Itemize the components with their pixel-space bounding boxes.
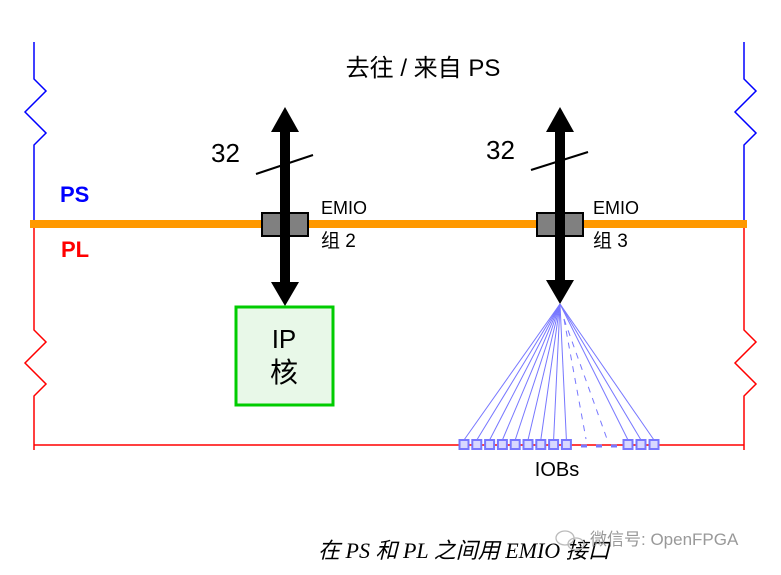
iob-fan-line	[527, 303, 561, 441]
iob-block	[484, 439, 496, 450]
emio-group-3-line1: EMIO	[593, 198, 639, 218]
iob-fan-line	[559, 303, 655, 441]
title: 去往 / 来自 PS	[346, 55, 501, 82]
pl-left-boundary	[23, 223, 48, 450]
iob-array	[458, 439, 660, 450]
iob-block	[509, 439, 521, 450]
ps-label: PS	[60, 182, 89, 207]
iob-fan-line	[514, 303, 561, 441]
caption: 在 PS 和 PL 之间用 EMIO 接口	[318, 538, 612, 563]
ip-core-label-2: 核	[270, 357, 298, 389]
ps-right-boundary	[733, 42, 758, 223]
emio-group-3-line2: 组 3	[593, 230, 628, 252]
iob-block	[622, 439, 634, 450]
pl-label: PL	[61, 237, 89, 262]
bus-arrow-emio-3	[530, 107, 589, 304]
iob-fan-line	[501, 303, 561, 441]
iob-fan-line	[476, 303, 561, 441]
iobs-label: IOBs	[535, 459, 579, 481]
iob-fan-line	[553, 303, 561, 441]
watermark: 微信号: OpenFPGA	[590, 530, 739, 549]
ip-core-box	[234, 305, 335, 407]
ps-left-boundary	[23, 42, 48, 223]
iob-block	[548, 439, 560, 450]
iob-fan-line	[559, 303, 642, 441]
iob-fan-line	[540, 303, 561, 441]
ip-core-label-1: IP	[272, 324, 297, 354]
bus-arrow-emio-2	[255, 107, 314, 306]
iob-block	[471, 439, 483, 450]
iob-block	[648, 439, 660, 450]
iob-block	[635, 439, 647, 450]
iob-fan-line-dashed	[563, 318, 587, 440]
iob-fan-line	[489, 303, 561, 441]
iob-fan-line	[463, 303, 561, 441]
iob-block	[535, 439, 547, 450]
bus-width-left: 32	[211, 138, 240, 168]
iob-fan-line	[559, 303, 629, 441]
iob-block	[496, 439, 508, 450]
iob-block	[560, 439, 572, 450]
emio-group-2-line2: 组 2	[321, 230, 356, 252]
iob-fan-lines	[463, 303, 655, 441]
emio-group-2-line1: EMIO	[321, 198, 367, 218]
bus-width-right: 32	[486, 135, 515, 165]
iob-block	[522, 439, 534, 450]
iob-fan-line-dashed	[563, 318, 608, 440]
iob-fan-line	[559, 303, 567, 441]
pl-right-boundary	[733, 223, 758, 450]
iob-block	[458, 439, 470, 450]
wechat-icon	[555, 530, 585, 551]
